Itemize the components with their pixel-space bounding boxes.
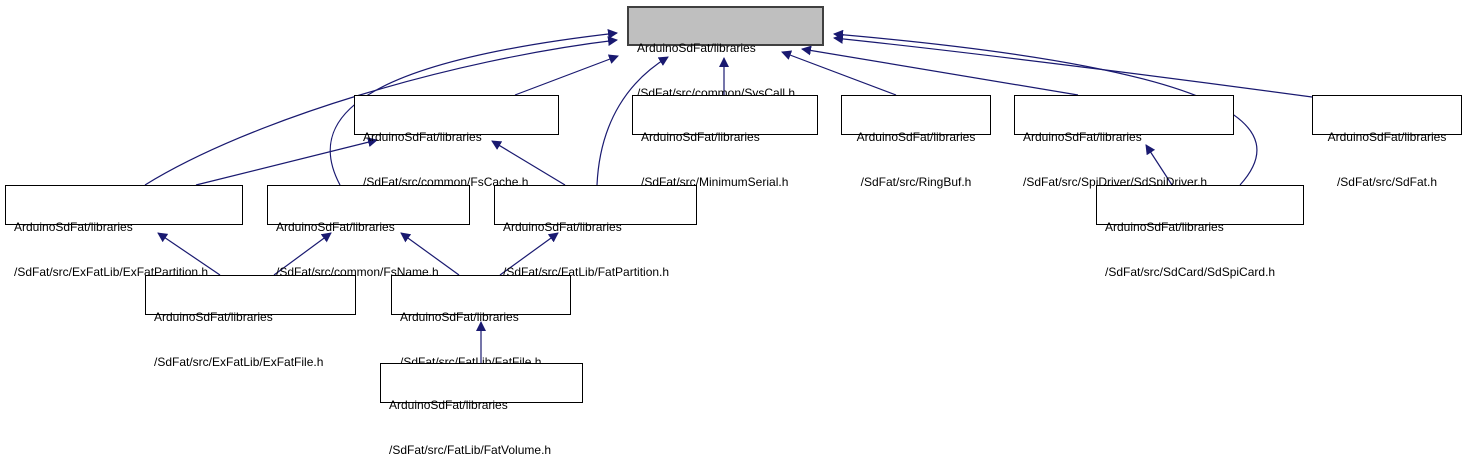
node-fatpartition-line1: ArduinoSdFat/libraries — [503, 220, 622, 234]
edge-ringbuf-to-syscall — [781, 50, 897, 96]
edge-fsname-to-syscall — [329, 29, 618, 186]
edge-fatpartition-to-fscache — [491, 140, 566, 186]
node-minimumserial-line1: ArduinoSdFat/libraries — [641, 130, 760, 144]
edge-fatfile-to-fsname — [400, 232, 460, 276]
node-fatvolume-line2: /SdFat/src/FatLib/FatVolume.h — [389, 443, 552, 457]
node-sdspicard-line1: ArduinoSdFat/libraries — [1105, 220, 1224, 234]
node-fatfile-line1: ArduinoSdFat/libraries — [400, 310, 519, 324]
node-fsname-line1: ArduinoSdFat/libraries — [276, 220, 395, 234]
node-sdfat-line1: ArduinoSdFat/libraries — [1327, 130, 1447, 144]
node-exfatfile[interactable]: ArduinoSdFat/libraries /SdFat/src/ExFatL… — [145, 275, 356, 369]
edge-fscache-to-syscall — [514, 54, 619, 96]
node-exfatfile-line1: ArduinoSdFat/libraries — [154, 310, 273, 324]
node-sdfat-line2: /SdFat/src/SdFat.h — [1336, 175, 1438, 189]
node-fsname[interactable]: ArduinoSdFat/libraries /SdFat/src/common… — [267, 185, 470, 279]
edge-sdfat-to-syscall — [833, 33, 1313, 98]
node-syscall-line1: ArduinoSdFat/libraries — [637, 41, 756, 55]
node-fatpartition[interactable]: ArduinoSdFat/libraries /SdFat/src/FatLib… — [494, 185, 697, 279]
edge-sdspicard-to-sdspidriver — [1145, 144, 1173, 186]
node-ringbuf[interactable]: ArduinoSdFat/libraries /SdFat/src/RingBu… — [841, 95, 991, 189]
node-sdfat[interactable]: ArduinoSdFat/libraries /SdFat/src/SdFat.… — [1312, 95, 1462, 189]
node-fatvolume[interactable]: ArduinoSdFat/libraries /SdFat/src/FatLib… — [380, 363, 583, 457]
node-syscall[interactable]: ArduinoSdFat/libraries /SdFat/src/common… — [627, 6, 824, 100]
node-fscache-line1: ArduinoSdFat/libraries — [363, 130, 482, 144]
node-sdspicard-line2: /SdFat/src/SdCard/SdSpiCard.h — [1105, 265, 1276, 279]
edge-exfatfile-to-exfatpartition — [157, 232, 221, 276]
edge-exfatpartition-to-fscache — [195, 137, 378, 186]
node-exfatpartition-line1: ArduinoSdFat/libraries — [14, 220, 133, 234]
node-fscache[interactable]: ArduinoSdFat/libraries /SdFat/src/common… — [354, 95, 559, 189]
node-ringbuf-line2: /SdFat/src/RingBuf.h — [860, 175, 972, 189]
node-sdspidriver-line1: ArduinoSdFat/libraries — [1023, 130, 1142, 144]
node-exfatfile-line2: /SdFat/src/ExFatLib/ExFatFile.h — [154, 355, 324, 369]
edge-fatpartition-to-syscall — [596, 56, 669, 186]
edge-exfatfile-to-fsname — [273, 232, 332, 276]
edge-fatfile-to-fatpartition — [499, 232, 559, 276]
node-sdspidriver[interactable]: ArduinoSdFat/libraries /SdFat/src/SpiDri… — [1014, 95, 1234, 189]
node-sdspicard[interactable]: ArduinoSdFat/libraries /SdFat/src/SdCard… — [1096, 185, 1304, 279]
node-minimumserial[interactable]: ArduinoSdFat/libraries /SdFat/src/Minimu… — [632, 95, 818, 189]
node-fatfile[interactable]: ArduinoSdFat/libraries /SdFat/src/FatLib… — [391, 275, 571, 369]
edge-sdspidriver-to-syscall — [801, 45, 1079, 96]
node-ringbuf-line1: ArduinoSdFat/libraries — [856, 130, 976, 144]
node-fatvolume-line1: ArduinoSdFat/libraries — [389, 398, 508, 412]
node-exfatpartition[interactable]: ArduinoSdFat/libraries /SdFat/src/ExFatL… — [5, 185, 243, 279]
